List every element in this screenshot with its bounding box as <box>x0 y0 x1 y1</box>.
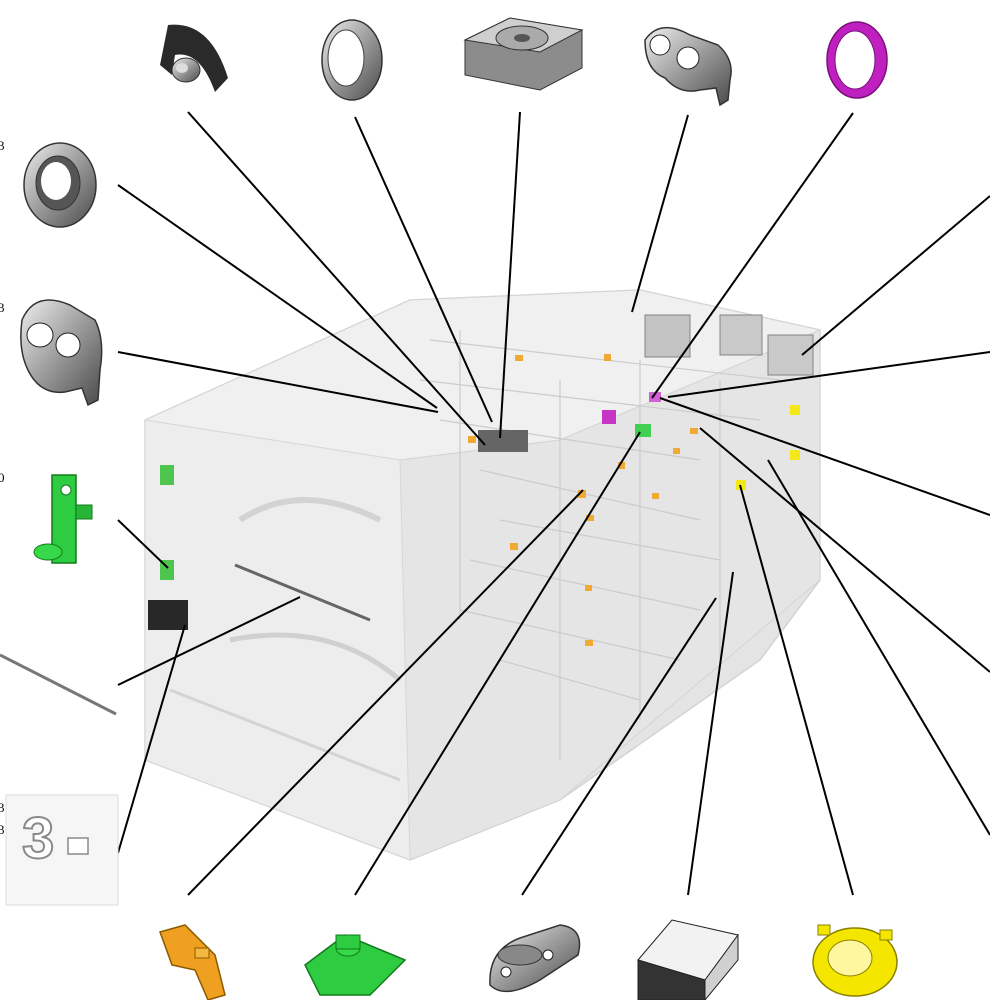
edge-label-5: 3 <box>0 822 5 837</box>
double-bearing-holder-left-part <box>20 299 103 407</box>
small-orange-parts <box>468 354 698 646</box>
oval-bracket-part <box>489 924 581 993</box>
foam-block-part <box>637 919 739 1000</box>
edge-label-3: 0 <box>0 470 5 485</box>
green-lever-part <box>33 474 93 564</box>
magenta-ring-part <box>826 21 888 99</box>
edge-label-4: 3 <box>0 800 5 815</box>
edge-label-1: 3 <box>0 138 5 153</box>
leader-lines <box>117 111 990 896</box>
printer-assembly <box>143 289 822 861</box>
edge-label-2: 3 <box>0 300 5 315</box>
rod-part <box>0 653 117 716</box>
orange-gear-bracket-part <box>159 924 226 1000</box>
rod-in-assembly <box>234 563 371 622</box>
flanged-ring-part <box>23 142 97 228</box>
ring-bushing-part <box>321 19 383 101</box>
black-label-patch <box>148 600 188 630</box>
tray-number-label-part: 3 <box>5 794 119 906</box>
green-mounting-plate-part <box>304 934 407 996</box>
cooling-fan-part <box>463 17 584 91</box>
yellow-gear-hub-part <box>812 924 898 997</box>
double-bearing-holder-part <box>644 26 732 107</box>
tray-number-text: 3 <box>22 806 54 871</box>
cam-plate-part <box>160 24 228 93</box>
